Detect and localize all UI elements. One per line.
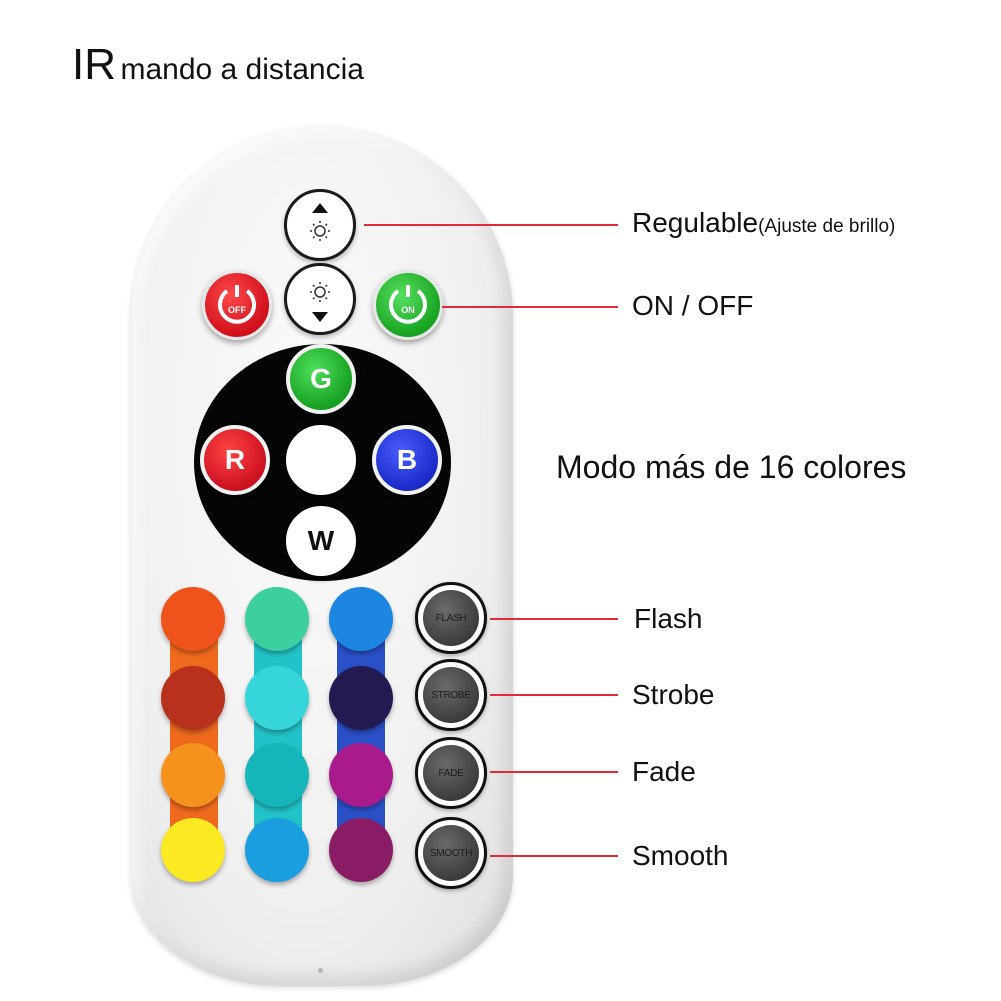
label-dimmable: Regulable(Ajuste de brillo) — [632, 207, 895, 239]
title-rest: mando a distancia — [120, 53, 364, 86]
brightness-up-button[interactable] — [284, 189, 356, 261]
leader-line-fade — [490, 771, 618, 773]
power-off-text: OFF — [228, 305, 246, 315]
power-icon — [218, 285, 256, 324]
blue-button[interactable]: B — [372, 425, 442, 495]
page-title: IR mando a distancia — [72, 40, 364, 90]
power-on-button[interactable]: ON — [373, 270, 443, 340]
color-button-plum[interactable] — [329, 818, 393, 882]
color-button-dark-red[interactable] — [161, 666, 225, 730]
color-button-yellow[interactable] — [161, 818, 225, 882]
label-on-off: ON / OFF — [632, 290, 754, 321]
power-on-text: ON — [401, 305, 415, 315]
color-button-blue[interactable] — [329, 587, 393, 651]
color-button-orange[interactable] — [161, 743, 225, 807]
strobe-button-label: STROBE — [423, 667, 479, 723]
label-flash: Flash — [634, 603, 703, 634]
color-button-teal[interactable] — [245, 743, 309, 807]
leader-line-smooth — [490, 855, 618, 857]
label-strobe: Strobe — [632, 679, 715, 710]
power-off-button[interactable]: OFF — [202, 270, 272, 340]
leader-line-dimmable — [364, 224, 618, 226]
leader-line-flash — [490, 618, 618, 620]
fade-button-label: FADE — [423, 745, 479, 801]
color-button-light-cyan[interactable] — [245, 666, 309, 730]
flash-button[interactable]: FLASH — [415, 582, 487, 654]
smooth-button-label: SMOOTH — [423, 825, 479, 881]
center-button[interactable] — [286, 425, 356, 495]
green-button[interactable]: G — [286, 344, 356, 414]
color-button-navy[interactable] — [329, 666, 393, 730]
label-dimmable-note: (Ajuste de brillo) — [758, 216, 896, 237]
color-button-orange-red[interactable] — [161, 587, 225, 651]
strobe-button[interactable]: STROBE — [415, 659, 487, 731]
leader-line-on-off — [442, 306, 618, 308]
color-button-sky-blue[interactable] — [245, 818, 309, 882]
fade-button[interactable]: FADE — [415, 737, 487, 809]
label-dimmable-main: Regulable — [632, 207, 759, 238]
label-color-modes: Modo más de 16 colores — [556, 449, 907, 485]
sun-up-arrow-icon — [310, 203, 330, 241]
title-main: IR — [72, 40, 116, 89]
leader-line-strobe — [490, 694, 618, 696]
brightness-down-button[interactable] — [284, 263, 356, 335]
white-button[interactable]: W — [286, 506, 356, 576]
power-icon — [389, 285, 427, 324]
smooth-button[interactable]: SMOOTH — [415, 817, 487, 889]
label-fade: Fade — [632, 756, 696, 787]
sun-down-arrow-icon — [310, 282, 330, 322]
flash-button-label: FLASH — [423, 590, 479, 646]
color-button-purple[interactable] — [329, 743, 393, 807]
color-button-mint[interactable] — [245, 587, 309, 651]
ir-window-dot — [318, 968, 323, 973]
label-smooth: Smooth — [632, 840, 729, 871]
red-button[interactable]: R — [200, 425, 270, 495]
